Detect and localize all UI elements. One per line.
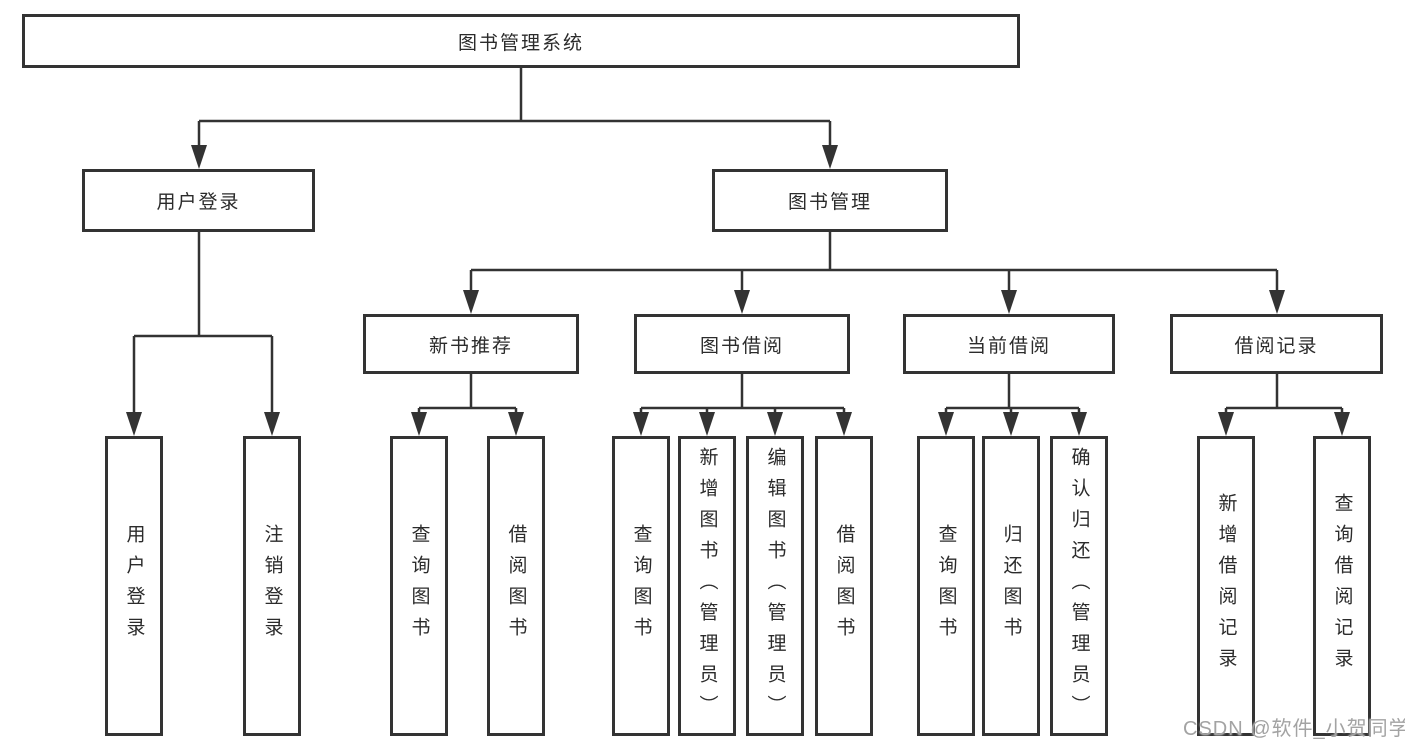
leaf-borrow-books: 借阅图书 xyxy=(815,436,873,736)
leaf-borrow-books-label: 借阅图书 xyxy=(833,524,855,648)
node-current-borrow-label: 当前借阅 xyxy=(966,335,1051,357)
node-book-borrow: 图书借阅 xyxy=(634,314,850,374)
node-new-book-recommend-label: 新书推荐 xyxy=(428,335,513,357)
node-book-management-label: 图书管理 xyxy=(787,192,872,213)
leaf-query-books-borrow: 查询图书 xyxy=(612,436,670,736)
leaf-edit-books-admin: 编辑图书（管理员） xyxy=(746,436,804,736)
leaf-query-books-recommend: 查询图书 xyxy=(390,436,448,736)
leaf-query-borrow-record-label: 查询借阅记录 xyxy=(1331,493,1353,679)
leaf-borrow-books-recommend-label: 借阅图书 xyxy=(505,524,527,648)
leaf-borrow-books-recommend: 借阅图书 xyxy=(487,436,545,736)
node-borrow-records-label: 借阅记录 xyxy=(1234,335,1319,357)
leaf-return-books: 归还图书 xyxy=(982,436,1040,736)
leaf-edit-books-admin-label: 编辑图书（管理员） xyxy=(764,446,786,726)
leaf-confirm-return-admin: 确认归还（管理员） xyxy=(1050,436,1108,736)
leaf-query-books-borrow-label: 查询图书 xyxy=(630,524,652,648)
node-current-borrow: 当前借阅 xyxy=(903,314,1115,374)
leaf-user-login: 用户登录 xyxy=(105,436,163,736)
node-user-login-label: 用户登录 xyxy=(156,192,241,213)
leaf-add-books-admin-label: 新增图书（管理员） xyxy=(696,446,718,726)
node-borrow-records: 借阅记录 xyxy=(1170,314,1383,374)
leaf-query-books-current-label: 查询图书 xyxy=(935,524,957,648)
leaf-add-borrow-record-label: 新增借阅记录 xyxy=(1215,493,1237,679)
leaf-query-books-recommend-label: 查询图书 xyxy=(408,524,430,648)
node-book-management: 图书管理 xyxy=(712,169,948,232)
node-root: 图书管理系统 xyxy=(22,14,1020,68)
node-root-label: 图书管理系统 xyxy=(457,32,584,54)
leaf-confirm-return-admin-label: 确认归还（管理员） xyxy=(1068,446,1090,726)
leaf-query-borrow-record: 查询借阅记录 xyxy=(1313,436,1371,736)
node-book-borrow-label: 图书借阅 xyxy=(699,335,784,357)
node-new-book-recommend: 新书推荐 xyxy=(363,314,579,374)
leaf-return-books-label: 归还图书 xyxy=(1000,524,1022,648)
leaf-logout-label: 注销登录 xyxy=(261,524,283,648)
node-user-login: 用户登录 xyxy=(82,169,315,232)
leaf-logout: 注销登录 xyxy=(243,436,301,736)
leaf-query-books-current: 查询图书 xyxy=(917,436,975,736)
leaf-user-login-label: 用户登录 xyxy=(123,524,145,648)
leaf-add-books-admin: 新增图书（管理员） xyxy=(678,436,736,736)
csdn-watermark: CSDN @软件_小贺同学 xyxy=(1183,718,1405,740)
leaf-add-borrow-record: 新增借阅记录 xyxy=(1197,436,1255,736)
